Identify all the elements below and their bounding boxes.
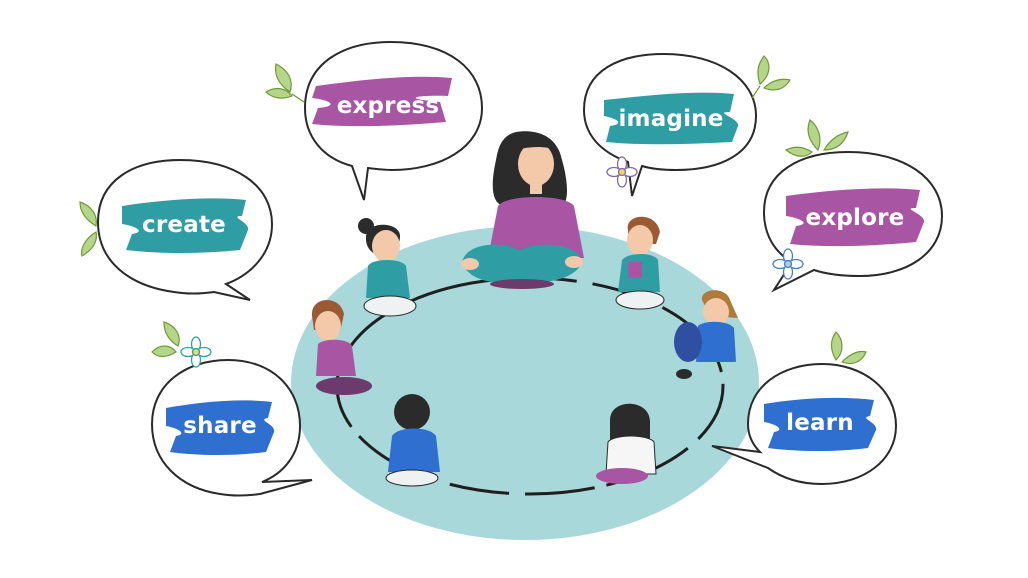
bubble-imagine: imagine (582, 52, 758, 197)
bubble-learn: learn (711, 362, 898, 486)
bubble-share: share (150, 358, 313, 497)
bubble-explore: explore (762, 150, 944, 293)
child-bottom-right (596, 403, 657, 484)
word-explore: explore (806, 205, 905, 231)
word-create: create (142, 212, 226, 238)
paint-stroke-share (166, 400, 275, 455)
child-right (674, 290, 738, 379)
leaf-icon (79, 55, 867, 365)
bubble-create: create (96, 158, 274, 301)
word-express: express (337, 93, 440, 119)
word-share: share (183, 413, 257, 439)
child-left (311, 299, 372, 395)
paint-stroke-explore (786, 188, 925, 247)
paint-stroke-imagine (604, 92, 739, 145)
child-bun (358, 218, 417, 317)
paint-stroke-create (122, 198, 249, 253)
bubble-express: express (303, 40, 484, 201)
word-imagine: imagine (618, 106, 723, 132)
teacher (461, 131, 584, 289)
paint-stroke-express (312, 76, 452, 127)
child-book (615, 216, 665, 310)
word-learn: learn (786, 410, 854, 436)
flower-icon (180, 156, 804, 368)
child-bottom-left (385, 394, 440, 487)
paint-stroke-learn (764, 397, 877, 451)
